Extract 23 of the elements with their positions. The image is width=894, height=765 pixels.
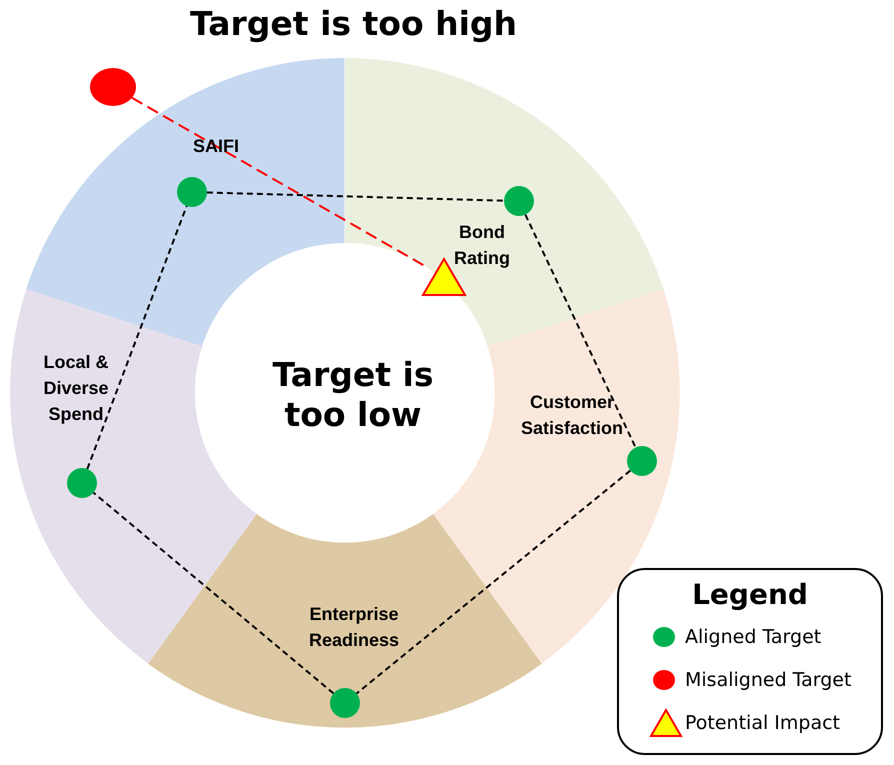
dashed-connector xyxy=(86,206,188,470)
segment-label: Local & Diverse Spend xyxy=(42,350,110,426)
dashed-connector xyxy=(206,192,504,202)
dashed-connector xyxy=(92,492,334,694)
misaligned-target-marker xyxy=(90,68,136,106)
segment-label: SAIFI xyxy=(192,134,240,158)
legend-label: Potential Impact xyxy=(685,712,840,734)
segment-label: Bond Rating xyxy=(453,220,511,270)
donut-segment xyxy=(433,289,680,664)
donut-segment xyxy=(10,289,257,664)
center-label: Target is too low xyxy=(271,355,435,435)
donut-segment xyxy=(345,58,664,347)
chart-title: Target is too high xyxy=(190,4,518,43)
donut-segment xyxy=(26,58,345,347)
dashed-connector xyxy=(524,214,636,448)
dashed-connector xyxy=(131,96,426,268)
legend-label: Aligned Target xyxy=(685,626,822,648)
legend-label: Misaligned Target xyxy=(685,668,852,690)
segment-label: Customer Satisfaction xyxy=(520,390,624,440)
donut-segment xyxy=(148,514,542,728)
dashed-connector xyxy=(356,470,632,694)
legend-title: Legend xyxy=(692,578,808,611)
segment-label: Enterprise Readiness xyxy=(308,602,400,652)
